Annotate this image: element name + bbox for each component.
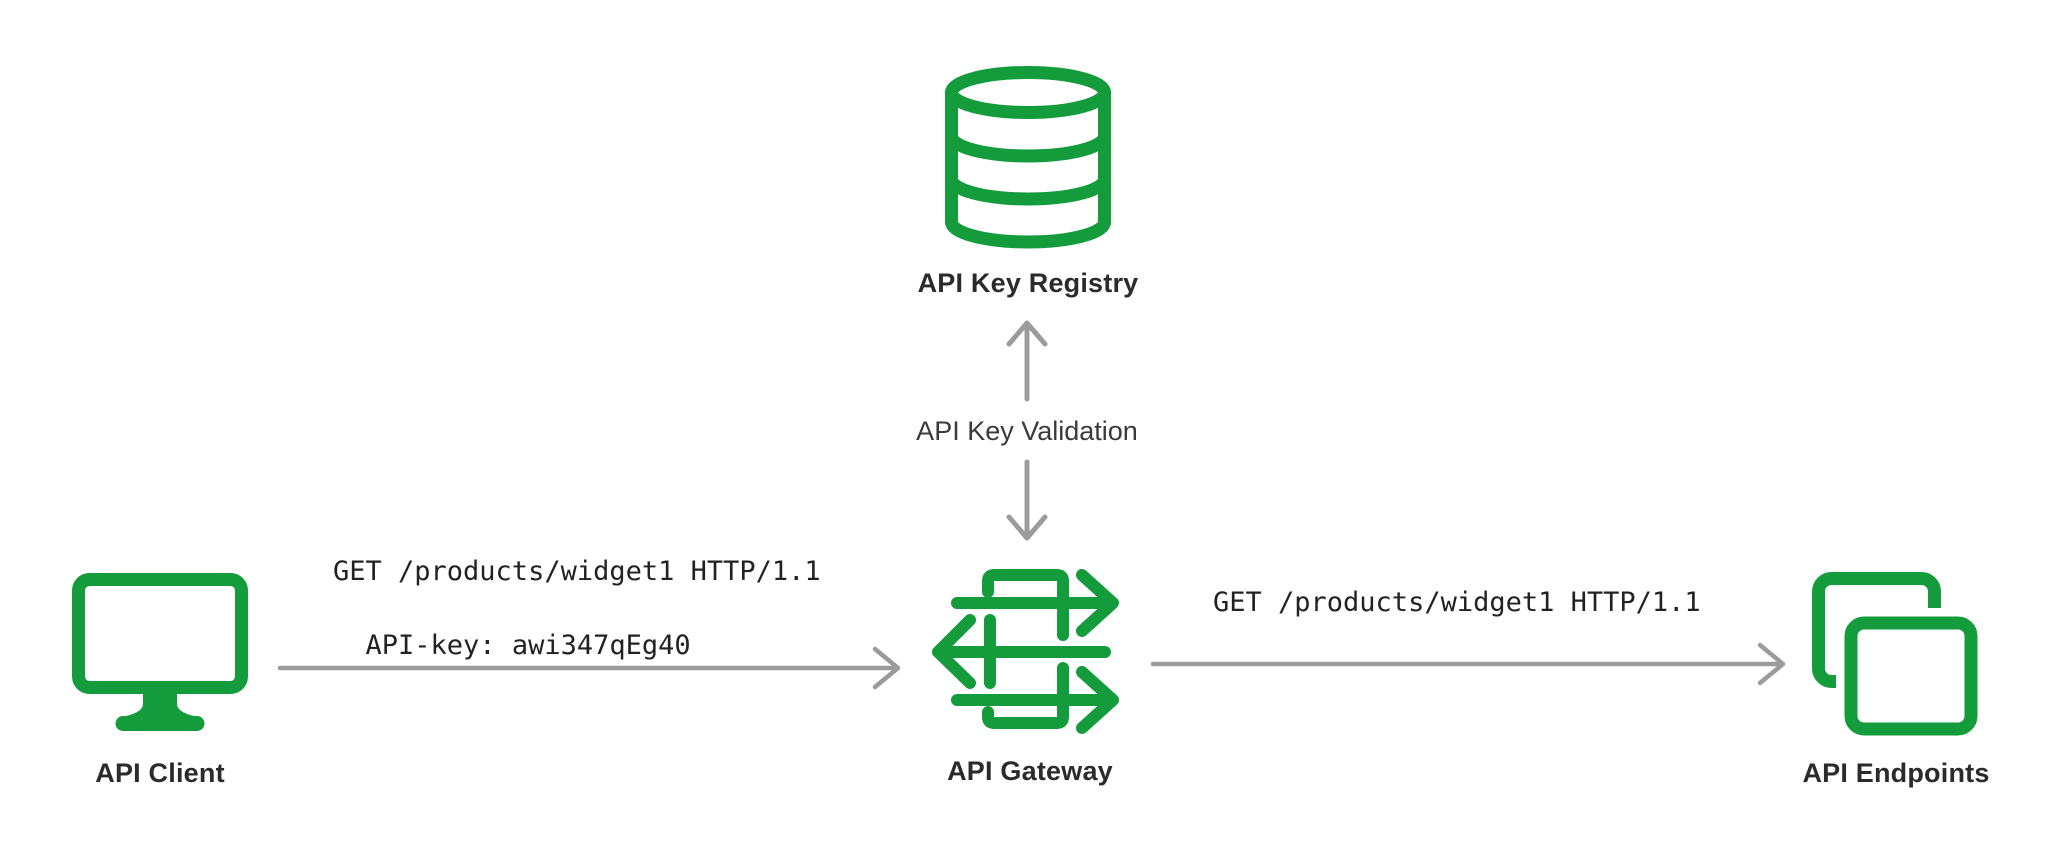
arrow-right-icon — [1150, 642, 1786, 686]
edge-label-request-line1: GET /products/widget1 HTTP/1.1 — [333, 556, 821, 587]
database-icon — [945, 66, 1111, 249]
arrow-right-icon — [277, 646, 901, 690]
edge-label-api-key-validation: API Key Validation — [916, 416, 1138, 446]
edge-label-request-with-key: GET /products/widget1 HTTP/1.1 API-key: … — [333, 553, 821, 664]
node-label-api-gateway: API Gateway — [947, 756, 1113, 786]
node-label-api-key-registry: API Key Registry — [917, 268, 1139, 298]
overlapping-squares-icon — [1812, 572, 1986, 744]
edge-label-forwarded-request: GET /products/widget1 HTTP/1.1 — [1213, 587, 1701, 618]
node-label-api-client: API Client — [95, 758, 225, 788]
arrow-down-icon — [1006, 459, 1048, 541]
monitor-icon — [72, 573, 248, 731]
arrow-up-icon — [1006, 320, 1048, 402]
node-label-api-endpoints: API Endpoints — [1802, 758, 1990, 788]
gateway-arrows-icon — [932, 569, 1119, 734]
edge-label-request-line2: API-key: awi347qEg40 — [365, 630, 691, 661]
